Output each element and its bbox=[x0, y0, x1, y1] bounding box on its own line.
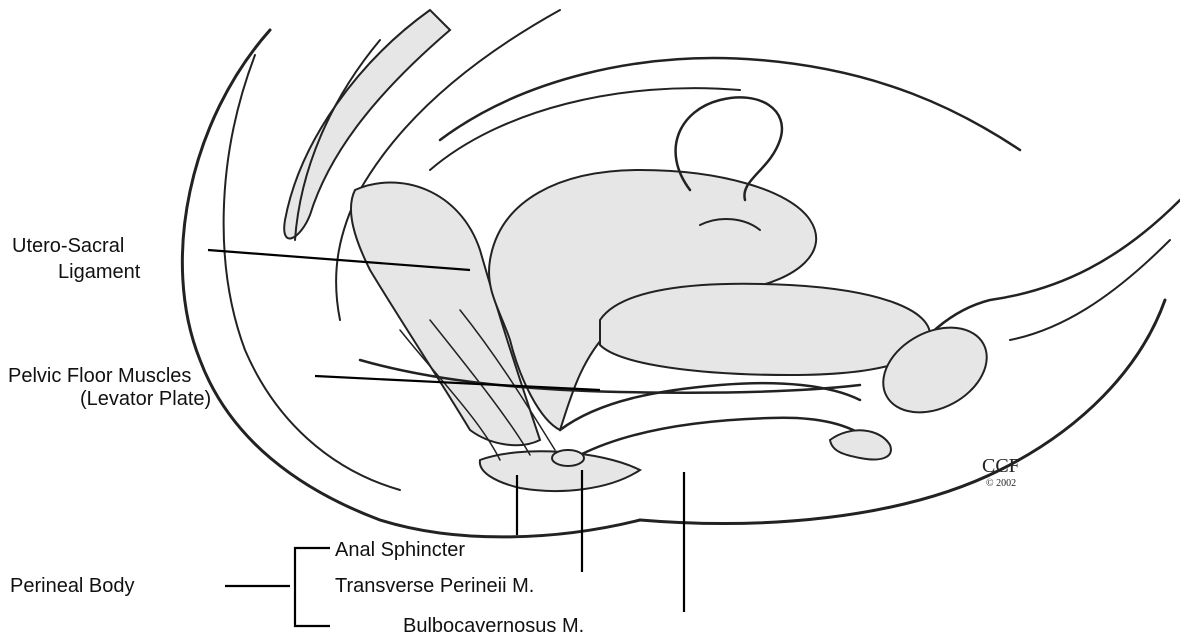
peritoneum bbox=[440, 58, 1020, 150]
label-transverse-perineii: Transverse Perineii M. bbox=[335, 575, 534, 597]
perineal-body-bracket bbox=[295, 548, 330, 626]
credit-year: © 2002 bbox=[986, 478, 1016, 489]
label-anal-sphincter: Anal Sphincter bbox=[335, 539, 465, 561]
peritoneum-2 bbox=[430, 88, 740, 170]
label-utero-sacral: Utero-Sacral bbox=[12, 235, 124, 257]
vagina-2 bbox=[580, 418, 870, 455]
label-pelvic-floor: Pelvic Floor Muscles bbox=[8, 365, 191, 387]
label-levator-plate: (Levator Plate) bbox=[80, 388, 211, 410]
urethra bbox=[830, 430, 891, 459]
label-ligament: Ligament bbox=[58, 261, 141, 283]
label-perineal-body: Perineal Body bbox=[10, 575, 135, 597]
bladder bbox=[600, 284, 930, 375]
credit-org: CCF bbox=[982, 455, 1020, 477]
label-bulbocavernosus: Bulbocavernosus M. bbox=[403, 615, 584, 637]
anal-sphincter-shape bbox=[552, 450, 584, 466]
